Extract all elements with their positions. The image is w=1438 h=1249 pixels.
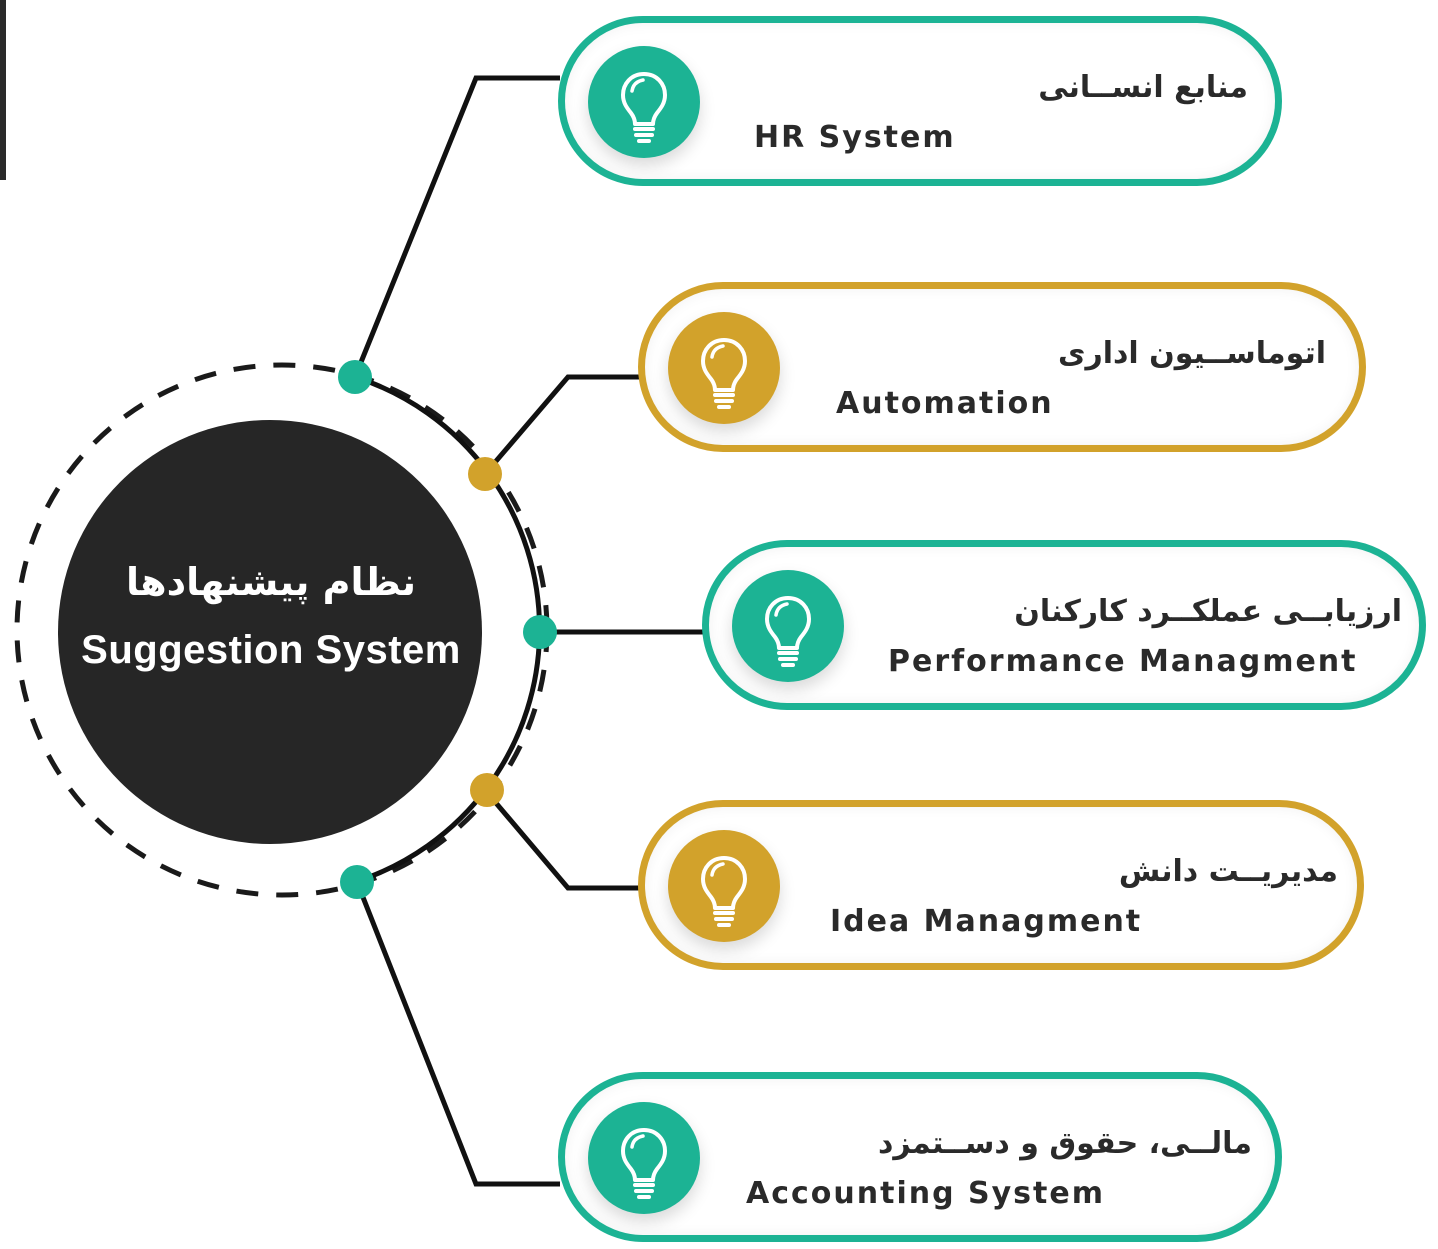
card-title-en: Accounting System [746, 1176, 1105, 1211]
card-title-fa: مدیریــت دانش [1118, 854, 1338, 889]
card-idea-managment: مدیریــت دانش Idea Managment [638, 800, 1364, 970]
card-title-fa: اتوماســیون اداری [1057, 336, 1326, 371]
connector-4 [483, 788, 640, 891]
card-title-fa: منابع انســانی [1038, 70, 1248, 105]
card-accounting-system: مالــی، حقوق و دســتمزد Accounting Syste… [558, 1072, 1282, 1242]
lightbulb-icon [668, 312, 780, 424]
card-title-en: Automation [836, 386, 1054, 421]
connector-dot-3 [523, 615, 557, 649]
card-title-en: Idea Managment [830, 904, 1143, 939]
card-performance-managment: ارزیابــی عملکــرد کارکنان Performance M… [702, 540, 1426, 710]
hub-circle [58, 420, 482, 844]
connector-5 [354, 881, 560, 1187]
hub-title-en: Suggestion System [81, 628, 461, 672]
connector-1 [352, 75, 560, 378]
connector-dot-5 [340, 865, 374, 899]
card-title-fa: مالــی، حقوق و دســتمزد [877, 1126, 1252, 1161]
connector-dot-4 [470, 773, 504, 807]
card-hr-system: منابع انســانی HR System [558, 16, 1282, 186]
card-title-en: Performance Managment [888, 644, 1358, 679]
card-title-fa: ارزیابــی عملکــرد کارکنان [1014, 594, 1402, 629]
hub-title-fa: نظام پیشنهادها [125, 560, 417, 604]
lightbulb-icon [588, 1102, 700, 1214]
card-title-en: HR System [754, 120, 956, 155]
lightbulb-icon [668, 830, 780, 942]
connector-dot-1 [338, 360, 372, 394]
lightbulb-icon [732, 570, 844, 682]
connector-dot-2 [468, 457, 502, 491]
lightbulb-icon [588, 46, 700, 158]
card-automation: اتوماســیون اداری Automation [638, 282, 1366, 452]
connector-2 [483, 374, 640, 476]
edge-bar [0, 0, 6, 180]
